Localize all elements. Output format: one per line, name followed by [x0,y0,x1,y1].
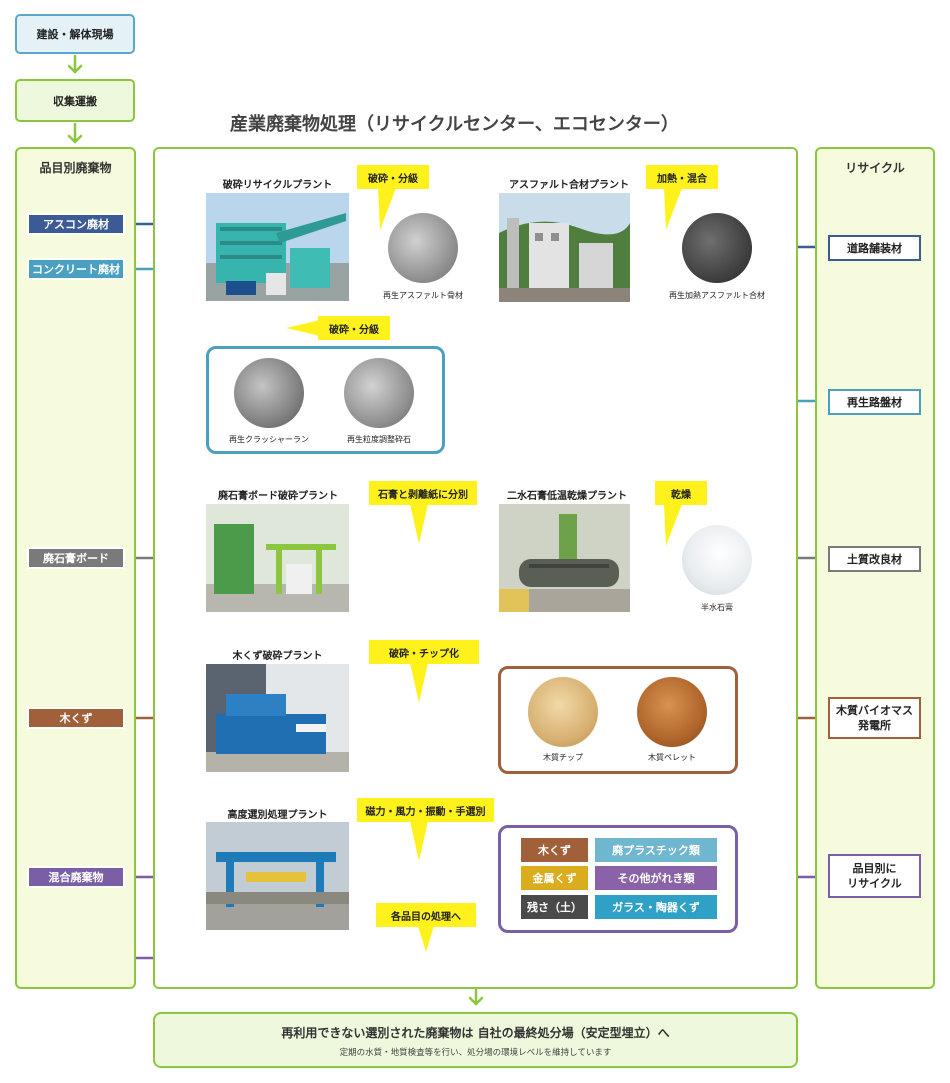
plant-label-sorting: 高度選別処理プラント [227,810,328,821]
wood-crush-plant-photo [206,664,349,772]
callout-dry: 乾燥 [655,481,707,505]
callout-crush-grade-2: 破砕・分級 [318,316,390,340]
plant-label-gypsum-crush: 廃石膏ボード破砕プラント [218,491,338,502]
caption-wood-pellet: 木質ペレット [648,753,696,762]
final-disposal-title: 再利用できない選別された廃棄物は 自社の最終処分場（安定型埋立）へ [281,1026,670,1040]
source-gypsum: 廃石膏ボード [27,547,125,569]
source-wood: 木くず [27,707,125,729]
callout-sorting: 磁力・風力・振動・手選別 [357,798,494,822]
callout-each-item-pointer [418,926,434,952]
callout-heat-mix-pointer [664,188,682,230]
callout-sorting-pointer [410,821,428,861]
callout-dry-pointer [664,504,682,546]
dest-road-paving: 道路舗装材 [828,235,921,261]
wood-chip-photo [528,677,598,747]
dest-roadbed: 再生路盤材 [828,389,921,415]
crush-plant-photo [206,193,349,301]
caption-hemihydrate: 半水石膏 [701,603,733,612]
dest-biomass: 木質バイオマス 発電所 [828,697,921,739]
plant-label-gypsum-dry: 二水石膏低温乾燥プラント [507,491,627,502]
final-disposal-box: 再利用できない選別された廃棄物は 自社の最終処分場（安定型埋立）へ 定期の水質・… [153,1012,798,1068]
heated-mix-photo [682,213,752,283]
right-column-title: リサイクル [845,161,905,175]
recycled-aggregate-photo [388,213,458,283]
callout-crush-grade: 破砕・分級 [357,165,429,189]
wood-pellet-photo [637,677,707,747]
sorted-tag-glass: ガラス・陶器くず [595,895,717,919]
source-concrete: コンクリート廃材 [27,258,125,280]
plant-label-wood-crush: 木くず破砕プラント [232,651,323,662]
caption-wood-chip: 木質チップ [543,753,583,762]
main-title: 産業廃棄物処理（リサイクルセンター、エコセンター） [230,114,679,135]
callout-separate-paper: 石膏と剥離紙に分別 [369,481,477,505]
source-ascon: アスコン廃材 [27,213,125,235]
callout-crush-grade-2-pointer [286,320,320,336]
caption-graded-stone: 再生粒度調整砕石 [347,435,411,444]
graded-stone-photo [344,358,414,428]
construction-site-box: 建設・解体現場 [15,14,135,54]
left-column-title: 品目別廃棄物 [39,161,112,175]
source-mixed: 混合廃棄物 [27,866,125,888]
crusher-run-photo [234,358,304,428]
plant-label-asphalt: アスファルト合材プラント [509,180,629,191]
sorted-tag-wood: 木くず [521,838,588,862]
gypsum-dry-plant-photo [499,504,630,612]
dest-soil-improvement: 土質改良材 [828,546,921,572]
gypsum-crush-plant-photo [206,504,349,612]
caption-recycled-aggregate: 再生アスファルト骨材 [383,291,463,300]
callout-heat-mix: 加熱・混合 [646,165,718,189]
sorted-tag-metal: 金属くず [521,866,588,890]
dest-sorted-recycle: 品目別に リサイクル [828,854,921,898]
plant-label-crush: 破砕リサイクルプラント [222,180,333,191]
asphalt-plant-photo [499,193,630,302]
final-disposal-note: 定期の水質・地質検査等を行い、処分場の環境レベルを維持しています [339,1048,612,1058]
caption-crusher-run: 再生クラッシャーラン [229,435,309,444]
callout-crush-grade-pointer [378,188,396,230]
sorted-tag-residue: 残さ（土） [521,895,588,919]
callout-chip-pointer [410,663,428,703]
transport-box: 収集運搬 [15,79,135,122]
caption-heated-mix: 再生加熱アスファルト合材 [669,291,765,300]
callout-chip: 破砕・チップ化 [369,640,479,664]
sorted-tag-plastic: 廃プラスチック類 [595,838,717,862]
down-arrows [67,54,484,1006]
callout-each-item: 各品目の処理へ [376,903,476,927]
sorting-plant-photo [206,822,349,930]
callout-separate-paper-pointer [410,504,428,544]
hemihydrate-photo [682,525,752,595]
sorted-tag-rubble: その他がれき類 [595,866,717,890]
